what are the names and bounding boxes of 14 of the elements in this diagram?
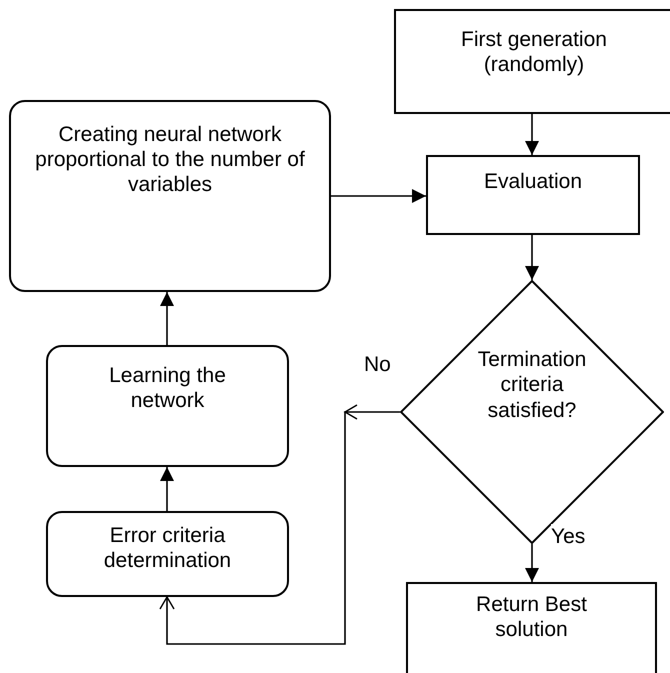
process-box [426, 155, 640, 235]
process-box [9, 100, 331, 292]
process-box [46, 511, 289, 597]
node-label: Error criteria determination [102, 523, 232, 574]
node-label: First generation (randomly) [460, 27, 608, 78]
process-box [46, 345, 289, 467]
node-label: Return Best solution [475, 592, 588, 642]
node-label: Learning the network [108, 363, 227, 414]
node-label: Creating neural network proportional to the number of variables [35, 122, 305, 198]
process-box [394, 9, 670, 114]
process-box [406, 582, 657, 673]
node-label: Termination criteria satisfied? [476, 347, 588, 423]
decision-diamond [400, 280, 664, 544]
node-label: Evaluation [484, 169, 582, 194]
